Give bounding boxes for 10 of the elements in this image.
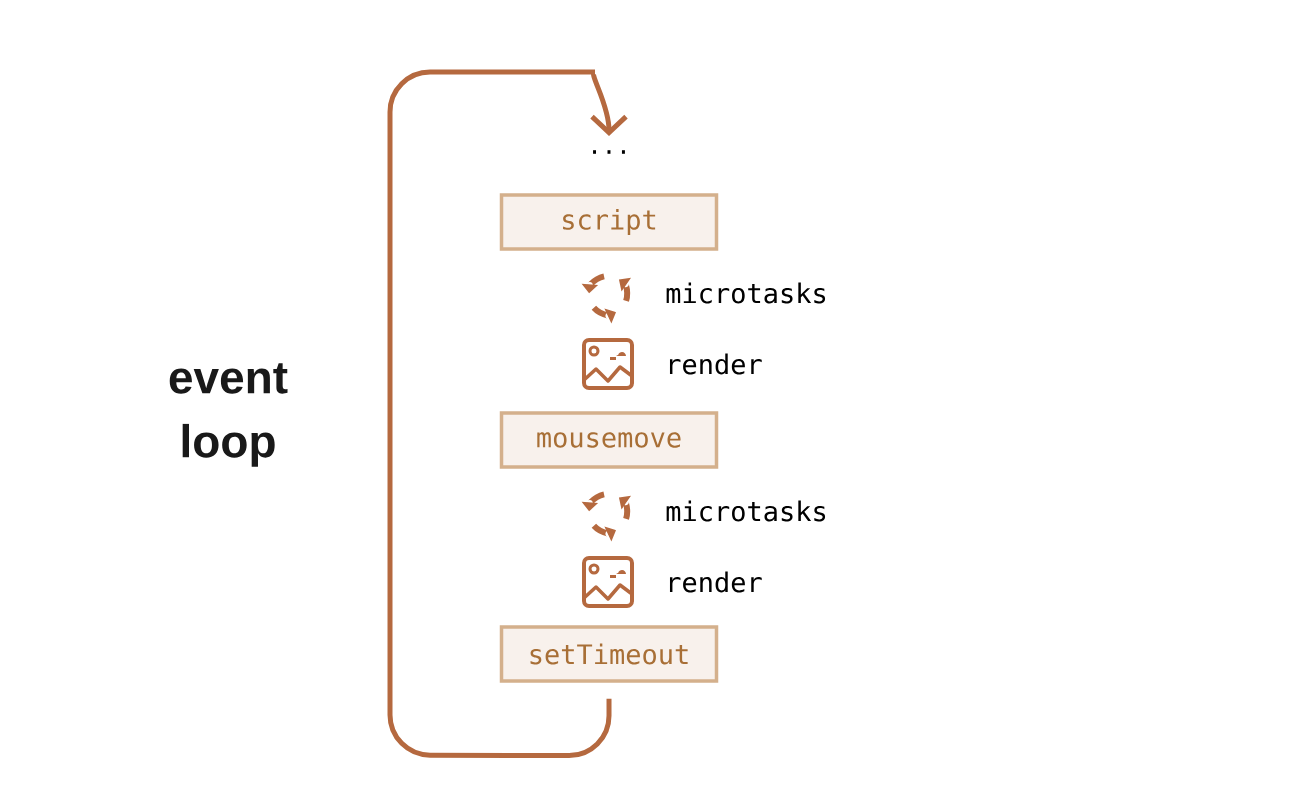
step-box: setTimeout — [499, 625, 719, 683]
step-label: render — [669, 353, 762, 375]
heading-text: event loop — [169, 363, 288, 467]
step-label: microtasks — [666, 500, 826, 522]
step-label: render — [669, 571, 762, 593]
step-label: microtasks — [666, 282, 826, 304]
loop-arrow — [387, 69, 628, 759]
step-box: mousemove — [499, 411, 719, 469]
step-box: script — [499, 193, 719, 251]
ellipsis-text: ... — [593, 150, 625, 154]
